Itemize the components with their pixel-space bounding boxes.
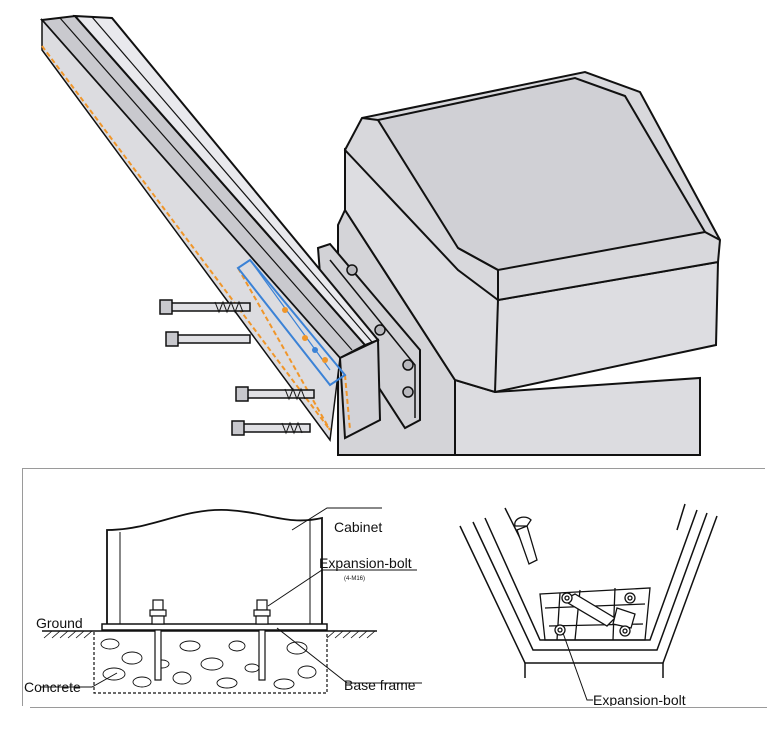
expansion-bolt-label-right: Expansion-bolt <box>593 692 686 706</box>
foundation-drawing: Cabinet Expansion-bolt (4-M16) Ground Co… <box>24 507 422 695</box>
cabinet-outline <box>106 509 323 628</box>
anchor-bolt-left <box>149 599 167 681</box>
detail-panel-frame <box>22 468 765 706</box>
concrete-stones <box>100 638 317 690</box>
bolt-1 <box>159 299 251 315</box>
cabinet-label: Cabinet <box>334 519 382 535</box>
boom-arm <box>39 14 382 442</box>
boom-mounting-drawing <box>39 14 722 456</box>
expansion-bolt-label: Expansion-bolt <box>319 555 412 571</box>
foundation-cross-section: Cabinet Expansion-bolt (4-M16) Ground Co… <box>22 468 442 706</box>
cabinet-lever <box>514 516 538 565</box>
leader-lines <box>40 507 422 688</box>
bolt-2 <box>165 331 251 347</box>
bolt-4 <box>231 420 311 436</box>
right-leader-line <box>562 632 593 701</box>
detail-panel-bottom-rule <box>30 707 767 708</box>
anchor-bolt-right <box>253 599 271 681</box>
bolt-spec-label: (4-M16) <box>344 576 365 582</box>
bolt-3 <box>235 386 315 402</box>
barrier-cabinet <box>337 70 722 456</box>
cabinet-interior-view: Expansion-bolt <box>445 468 765 708</box>
mounting-bolts <box>159 299 315 436</box>
boom-mounting-illustration <box>39 14 722 456</box>
concrete-block <box>93 632 328 694</box>
ground-label: Ground <box>36 615 83 631</box>
inner-expansion-bolts <box>554 592 636 637</box>
cabinet-interior-drawing: Expansion-bolt <box>459 503 718 708</box>
inner-bracket <box>561 593 636 629</box>
base-frame-label: Base frame <box>344 677 416 693</box>
concrete-label: Concrete <box>24 679 81 695</box>
ground-hatch <box>43 630 376 639</box>
base-frame-plate <box>101 623 328 631</box>
